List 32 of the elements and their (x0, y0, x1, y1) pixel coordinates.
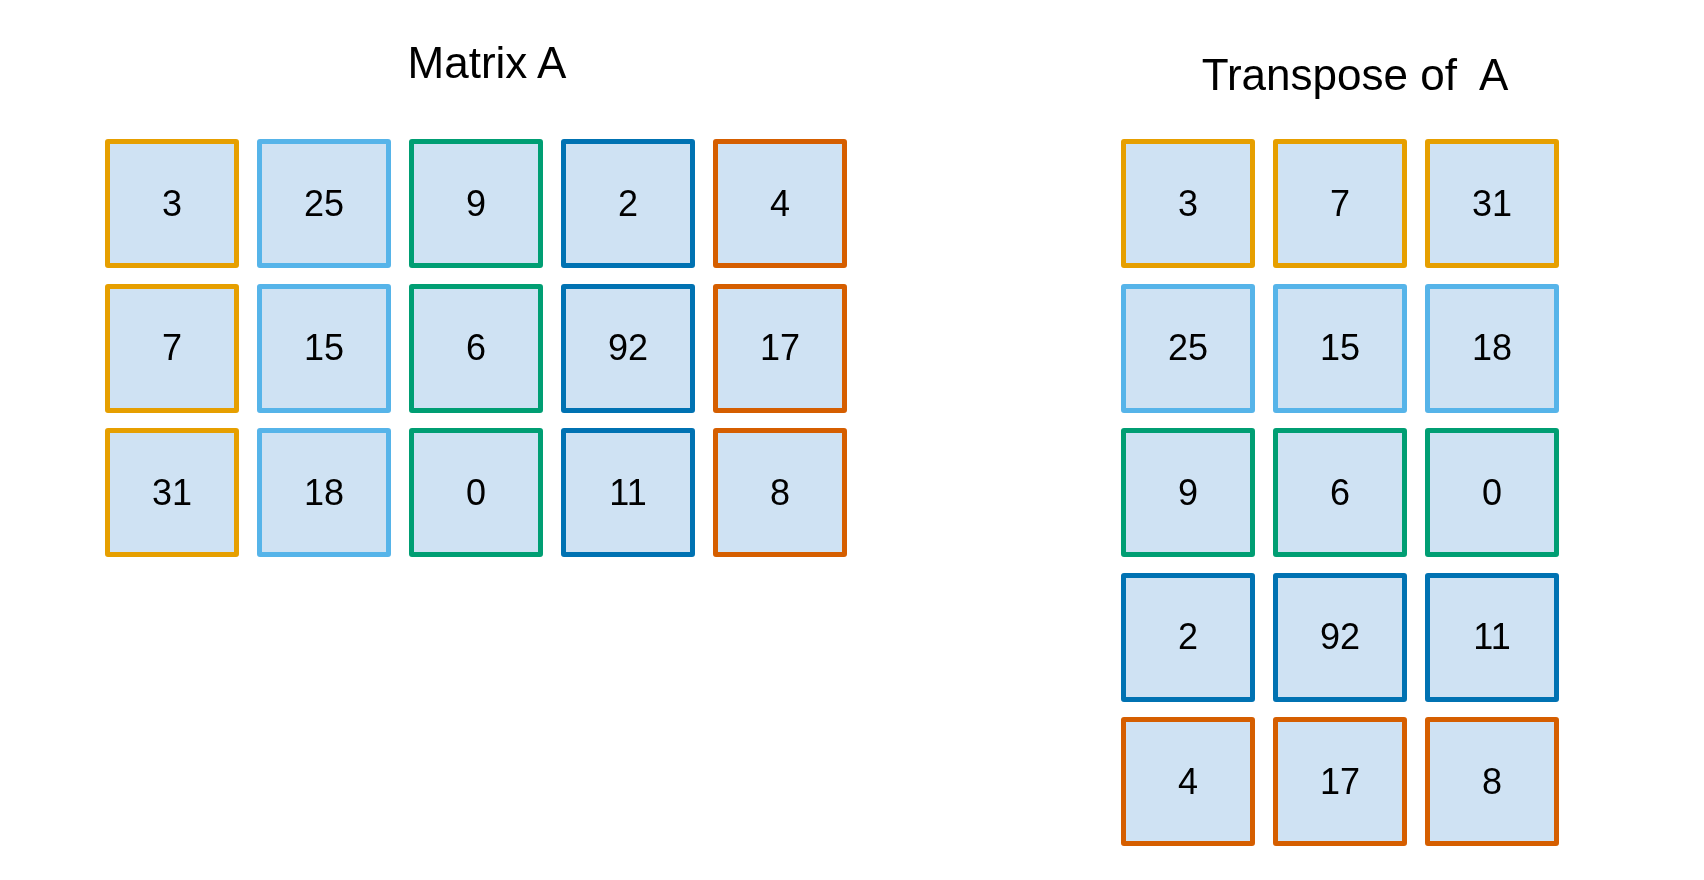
matrix-cell: 11 (561, 428, 695, 557)
matrix-cell: 8 (1425, 717, 1559, 846)
matrix-cell: 9 (409, 139, 543, 268)
matrix-cell: 2 (561, 139, 695, 268)
matrix-title: Transpose of A (1201, 50, 1509, 100)
matrix-cell: 9 (1121, 428, 1255, 557)
matrix-cell: 6 (409, 283, 543, 413)
matrix-cell: 15 (257, 283, 391, 413)
matrix-cell: 6 (1273, 428, 1407, 557)
matrix-cell: 18 (1425, 283, 1559, 413)
matrix-cell: 25 (1121, 283, 1255, 413)
matrix-cell: 31 (1425, 139, 1559, 268)
matrix-cell: 92 (561, 283, 695, 413)
matrix-cell: 18 (257, 428, 391, 557)
matrix-cell: 0 (1425, 428, 1559, 557)
matrix-cell: 7 (1273, 139, 1407, 268)
matrix-cell: 4 (713, 139, 847, 268)
matrix-cell: 15 (1273, 283, 1407, 413)
matrix-cell: 8 (713, 428, 847, 557)
matrix-cell: 7 (105, 283, 239, 413)
matrix-cell: 31 (105, 428, 239, 557)
matrix-cell: 0 (409, 428, 543, 557)
matrix-cell: 3 (105, 139, 239, 268)
matrix-cell: 11 (1425, 572, 1559, 702)
matrix-cell: 92 (1273, 572, 1407, 702)
matrix-cell: 25 (257, 139, 391, 268)
matrix-cell: 3 (1121, 139, 1255, 268)
matrix-cell: 17 (1273, 717, 1407, 846)
matrix-cell: 17 (713, 283, 847, 413)
matrix-cell: 4 (1121, 717, 1255, 846)
matrix-title: Matrix A (407, 38, 567, 88)
matrix-cell: 2 (1121, 572, 1255, 702)
